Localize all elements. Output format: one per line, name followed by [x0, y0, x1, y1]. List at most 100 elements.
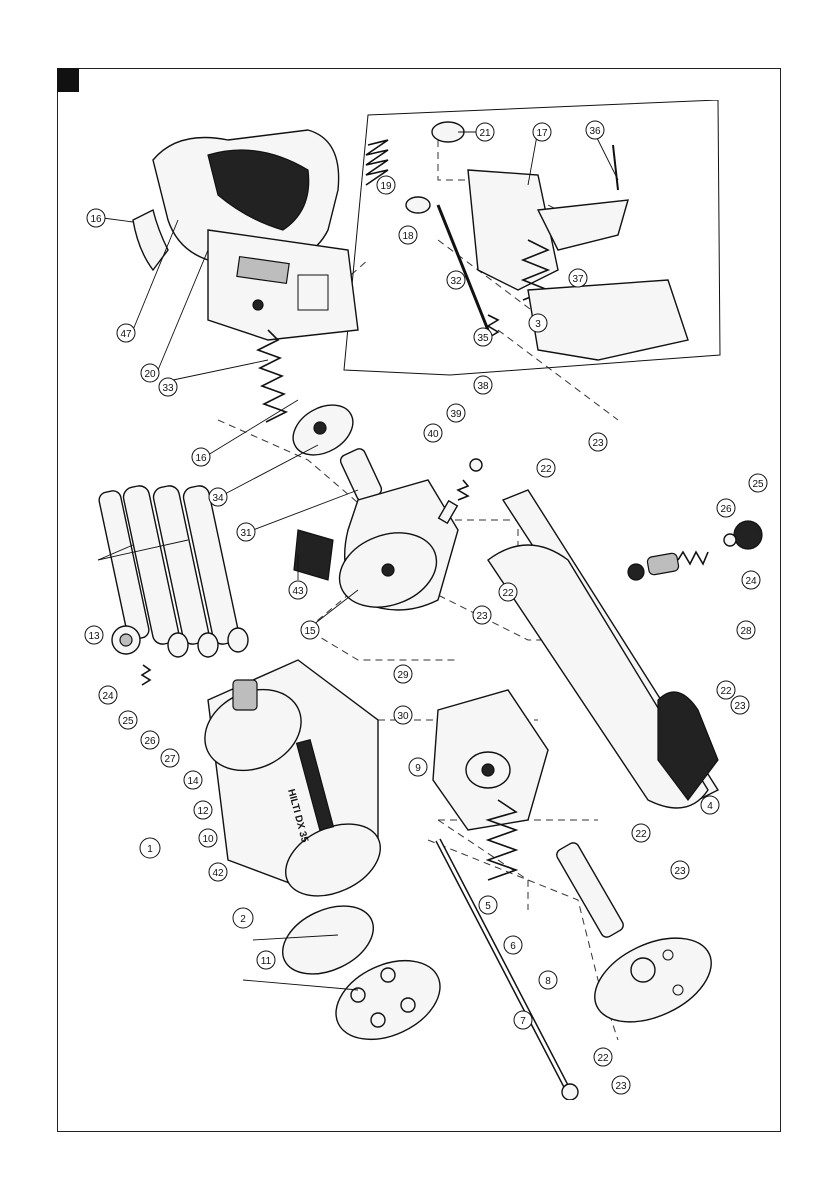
- housing-body: [208, 230, 358, 340]
- callout: 3: [529, 314, 547, 332]
- callout-label: 38: [477, 381, 489, 392]
- callout: 22: [632, 824, 650, 842]
- callout: 36: [586, 121, 604, 139]
- callout: 23: [731, 696, 749, 714]
- callout: 14: [184, 771, 202, 789]
- screw-set: [439, 459, 482, 523]
- callout: 24: [99, 686, 117, 704]
- callout: 8: [539, 971, 557, 989]
- callout: 26: [141, 731, 159, 749]
- callout-label: 27: [164, 754, 176, 765]
- callout: 11: [257, 951, 275, 969]
- callout: 37: [569, 269, 587, 287]
- callout: 16: [87, 209, 105, 227]
- callout-label: 15: [304, 626, 316, 637]
- callout: 25: [119, 711, 137, 729]
- callout-label: 22: [502, 588, 514, 599]
- callout-label: 36: [589, 126, 601, 137]
- callout-label: 42: [212, 868, 224, 879]
- callout: 43: [289, 581, 307, 599]
- callout-label: 16: [195, 453, 207, 464]
- callout-label: 7: [520, 1016, 526, 1027]
- callout: 23: [589, 433, 607, 451]
- callout: 5: [479, 896, 497, 914]
- callout-label: 22: [635, 829, 647, 840]
- piston-6: [555, 841, 626, 940]
- callout-label: 1: [147, 844, 153, 855]
- callout-label: 11: [261, 956, 272, 967]
- callout: 13: [85, 626, 103, 644]
- callout: 40: [424, 424, 442, 442]
- callout: 4: [701, 796, 719, 814]
- guide-block: [433, 690, 548, 830]
- callout: 2: [233, 908, 253, 928]
- callout-label: 34: [212, 493, 224, 504]
- callout-label: 13: [88, 631, 100, 642]
- callout-label: 24: [102, 691, 114, 702]
- callout: 20: [141, 364, 159, 382]
- callout-label: 29: [397, 670, 409, 681]
- callout-label: 21: [479, 128, 491, 139]
- mount-block: [329, 480, 458, 620]
- section-marker-square: [57, 68, 79, 92]
- callout-label: 10: [202, 834, 214, 845]
- callout-label: 14: [187, 776, 199, 787]
- spring-33: [258, 330, 286, 422]
- callout-label: 23: [592, 438, 604, 449]
- exploded-view-svg: HILTI DX 35: [58, 100, 780, 1100]
- callout: 23: [473, 606, 491, 624]
- callout: 26: [717, 499, 735, 517]
- callout-label: 24: [745, 576, 757, 587]
- callout-label: 35: [477, 333, 489, 344]
- callout-label: 16: [90, 214, 102, 225]
- callout: 22: [499, 583, 517, 601]
- callout: 22: [594, 1048, 612, 1066]
- callout-label: 32: [450, 276, 462, 287]
- callout-label: 17: [536, 128, 548, 139]
- callout-label: 25: [752, 479, 764, 490]
- callout-label: 20: [144, 369, 156, 380]
- callout: 18: [399, 226, 417, 244]
- callout-label: 23: [476, 611, 488, 622]
- callout-label: 22: [597, 1053, 609, 1064]
- callout: 12: [194, 801, 212, 819]
- callout-label: 40: [427, 429, 439, 440]
- callout: 10: [199, 829, 217, 847]
- callout: 27: [161, 749, 179, 767]
- callout-label: 23: [674, 866, 686, 877]
- callout: 32: [447, 271, 465, 289]
- callout-label: 23: [734, 701, 746, 712]
- callout-label: 3: [535, 319, 541, 330]
- callout: 34: [209, 488, 227, 506]
- callout-label: 4: [707, 801, 713, 812]
- callout: 28: [737, 621, 755, 639]
- callout-label: 30: [397, 711, 409, 722]
- callout: 39: [447, 404, 465, 422]
- callout-label: 25: [122, 716, 134, 727]
- callout-label: 22: [720, 686, 732, 697]
- callout: 42: [209, 863, 227, 881]
- callout-label: 26: [720, 504, 732, 515]
- callout-label: 6: [510, 941, 516, 952]
- driver-rod-7: [438, 840, 578, 1100]
- callout: 23: [612, 1076, 630, 1094]
- callout: 16: [192, 448, 210, 466]
- callout: 1: [140, 838, 160, 858]
- callout: 7: [514, 1011, 532, 1029]
- base-flange-8: [582, 921, 725, 1039]
- callout-label: 23: [615, 1081, 627, 1092]
- callout-label: 26: [144, 736, 156, 747]
- callout-label: 8: [545, 976, 551, 987]
- exploded-parts-diagram: HILTI DX 35: [58, 100, 780, 1100]
- callout: 29: [394, 665, 412, 683]
- callout-label: 37: [572, 274, 584, 285]
- callout: 38: [474, 376, 492, 394]
- callout: 33: [159, 378, 177, 396]
- callout: 22: [537, 459, 555, 477]
- adjust-knob-right: [628, 521, 762, 580]
- callout-label: 43: [292, 586, 304, 597]
- callout: 47: [117, 324, 135, 342]
- callout-label: 33: [162, 383, 174, 394]
- callout-label: 31: [240, 528, 252, 539]
- callout-label: 9: [415, 763, 421, 774]
